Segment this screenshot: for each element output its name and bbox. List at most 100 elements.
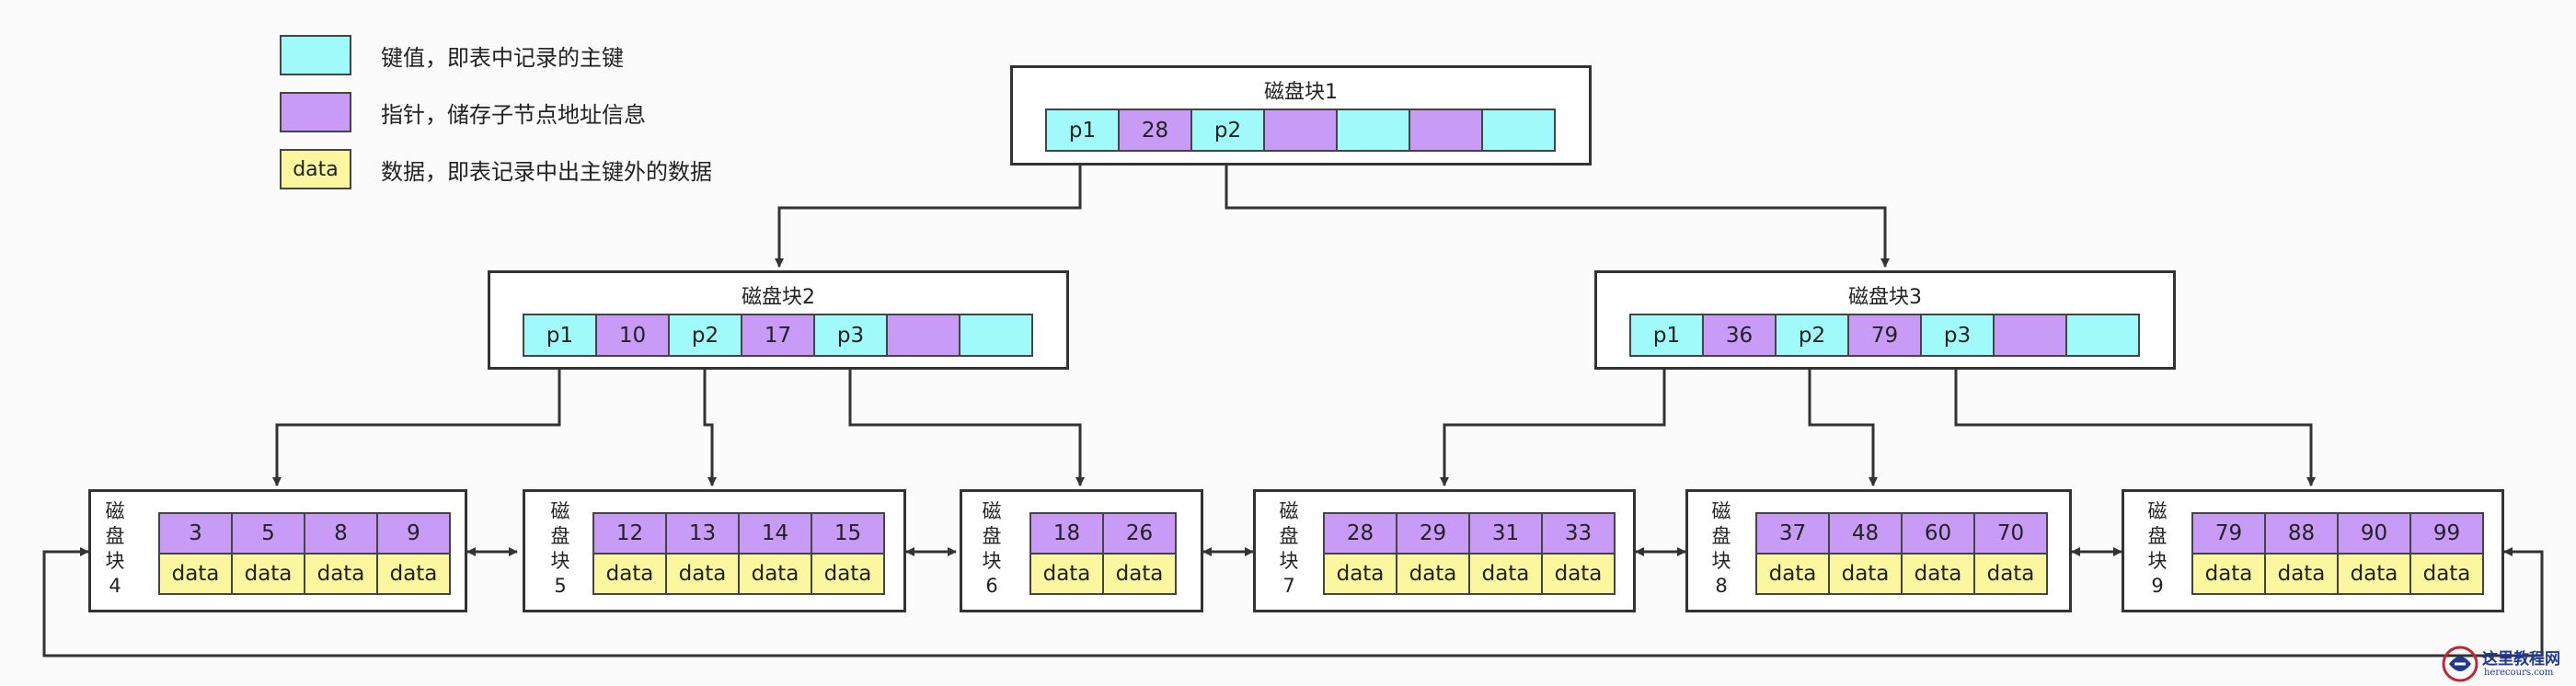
leaf-data-cell: data [1541,553,1616,595]
leaf-label-char: 盘 [1711,525,1731,547]
leaf-key-cell: 70 [1973,512,2048,555]
legend-data-text: 数据，即表记录中出主键外的数据 [381,158,712,185]
leaf-data-cell: data [304,553,378,595]
root-cell [1409,109,1483,152]
internal-cell: p3 [813,314,888,357]
root-cell: p1 [1045,109,1120,152]
leaf-label-char: 块 [105,550,125,572]
leaf-key-cell: 18 [1029,512,1104,555]
leaf-data-cell: data [1029,553,1104,595]
leaf-data-cell: data [2191,553,2266,595]
leaf-data-cell: data [1901,553,1975,595]
leaf-label-char: 盘 [105,525,125,547]
leaf-data-cell: data [158,553,233,595]
leaf-key-cell: 60 [1901,512,1975,555]
leaf-data-cell: data [665,553,740,595]
leaf-label-char: 盘 [550,525,570,547]
b3-p3-arrow [1954,357,2316,486]
leaf-label-char: 块 [2147,550,2168,572]
leaf-label-char: 盘 [982,525,1002,547]
leaf-label-char: 8 [1715,575,1728,597]
leaf-label-char: 盘 [1279,525,1299,547]
leaf-key-cell: 13 [665,512,740,555]
leaf-label-char: 磁 [2147,500,2168,522]
root-cell: 28 [1118,109,1192,152]
legend-key-text: 键值，即表中记录的主键 [381,44,624,71]
internal-cell: p1 [1629,314,1704,357]
leaf-data-cell: data [376,553,451,595]
key-swatch [280,35,351,75]
legend-pointer: 指针，储存子节点地址信息 [280,92,646,132]
leaf-key-cell: 28 [1323,512,1397,555]
leaf-data-cell: data [1973,553,2048,595]
leaf-data-cell: data [1828,553,1903,595]
leaf-label-char: 磁 [1279,500,1299,522]
internal-cell: 36 [1702,314,1777,357]
leaf-key-cell: 79 [2191,512,2266,555]
leaf-key-cell: 14 [738,512,812,555]
leaf-key-cell: 26 [1102,512,1177,555]
leaf-label-char: 4 [109,575,121,597]
leaf-data-cell: data [2264,553,2339,595]
leaf-label-char: 块 [1279,550,1299,572]
leaf-label-char: 块 [550,550,570,572]
internal-title-2: 磁盘块2 [742,286,815,309]
leaf-label-6: 磁盘块 6 [981,499,1003,599]
leaf-data-cell: data [2409,553,2484,595]
b3-p2-arrow [1808,357,1878,486]
internal-cell: 79 [1847,314,1922,357]
leaf-label-char: 9 [2151,575,2164,597]
leaf-label-8: 磁盘块 8 [1710,499,1732,599]
internal-cell [2065,314,2140,357]
leaf-data-cell: data [2337,553,2411,595]
data-swatch: data [280,149,351,189]
leaf-data-cell: data [231,553,305,595]
leaf-key-cell: 31 [1468,512,1543,555]
leaf-label-char: 磁 [1711,500,1731,522]
internal-cell: p3 [1920,314,1995,357]
leaf-label-char: 6 [985,575,998,597]
leaf-key-cell: 48 [1828,512,1903,555]
leaf-data-cell: data [1396,553,1470,595]
leaf-label-char: 块 [982,550,1002,572]
leaf-label-char: 块 [1711,550,1731,572]
watermark-title: 这里教程网 [2482,650,2560,669]
root-cell [1263,109,1338,152]
leaf-key-cell: 37 [1755,512,1830,555]
internal-cell: p2 [1775,314,1849,357]
internal-cell: p2 [668,314,742,357]
root-cell [1481,109,1556,152]
leaf-loop-left [42,547,1297,657]
watermark: 这里教程网 herecours.com [2440,644,2570,684]
root-p1-arrow [775,151,1082,268]
legend-key: 键值，即表中记录的主键 [280,35,624,75]
legend-data: data 数据，即表记录中出主键外的数据 [280,149,712,189]
leaf-loop-right [1297,547,2544,657]
leaf-key-cell: 9 [376,512,451,555]
leaf-data-cell: data [1755,553,1830,595]
leaf-key-cell: 99 [2409,512,2484,555]
internal-cell [886,314,960,357]
b2-p1-arrow [272,357,561,486]
leaf-label-char: 盘 [2147,525,2168,547]
leaf-data-cell: data [1468,553,1543,595]
leaf-label-char: 磁 [982,500,1002,522]
internal-cell: 17 [741,314,815,357]
leaf-data-cell: data [592,553,667,595]
